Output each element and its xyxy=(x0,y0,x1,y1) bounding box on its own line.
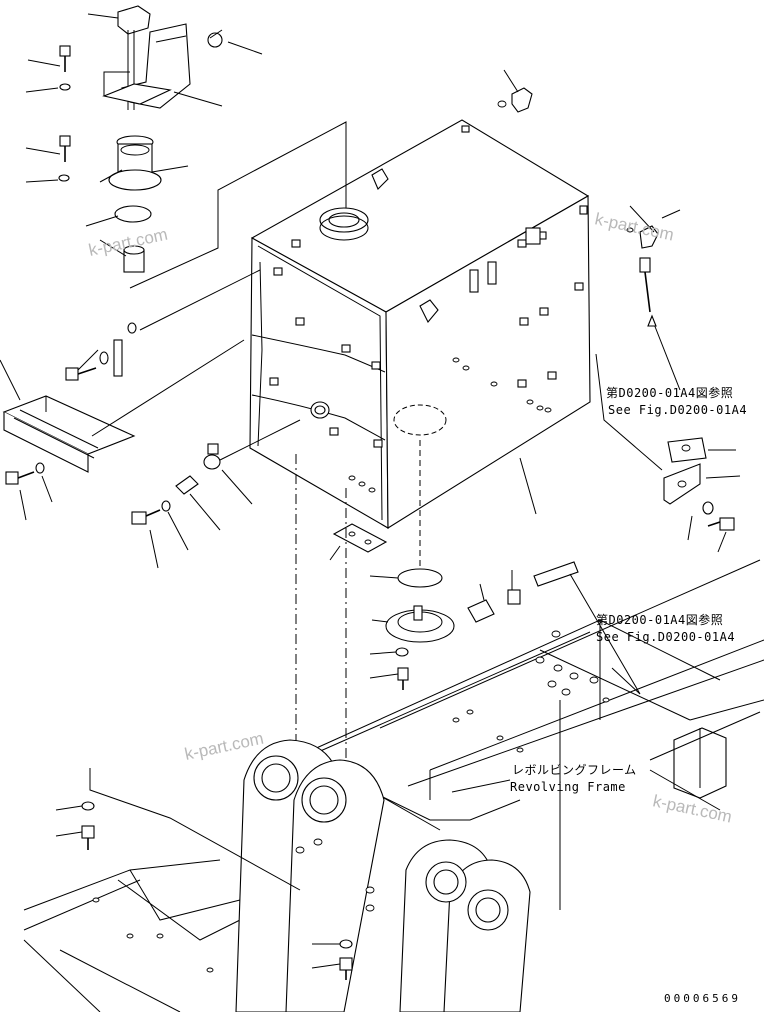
elbow-fitting-top xyxy=(497,69,533,113)
filler-flange xyxy=(319,207,369,241)
right-bracket xyxy=(595,353,741,553)
bolts-top-left xyxy=(25,45,347,289)
reference-jp-1: 第D0200-01A4図参照 xyxy=(606,385,733,400)
watermark-3: k-part.com xyxy=(183,729,265,764)
revolving-frame xyxy=(23,559,764,1012)
tank-bosses xyxy=(269,125,588,448)
watermark-2: k-part.com xyxy=(593,209,675,244)
right-face-holes xyxy=(348,357,552,493)
reference-jp-2: 第D0200-01A4図参照 xyxy=(596,612,723,627)
frame-label-en: Revolving Frame xyxy=(510,780,626,794)
frame-holes xyxy=(92,630,610,973)
bolts-bottom-left xyxy=(55,768,301,891)
drawing-code: 00006569 xyxy=(664,992,741,1005)
frame-label-jp: レボルビングフレーム xyxy=(512,763,637,777)
return-fittings xyxy=(467,561,641,695)
mount-plate xyxy=(329,457,537,561)
reference-en-1: See Fig.D0200-01A4 xyxy=(608,403,747,417)
sight-gauge xyxy=(131,419,301,569)
mount-bolt xyxy=(311,939,353,980)
reference-en-2: See Fig.D0200-01A4 xyxy=(596,630,735,644)
hose-fitting-right xyxy=(626,205,681,391)
watermark-4: k-part.com xyxy=(651,791,733,826)
hydraulic-tank xyxy=(249,119,591,529)
left-side-parts xyxy=(0,269,261,521)
breather-assembly xyxy=(85,5,263,273)
cleanout-cover xyxy=(369,440,455,690)
